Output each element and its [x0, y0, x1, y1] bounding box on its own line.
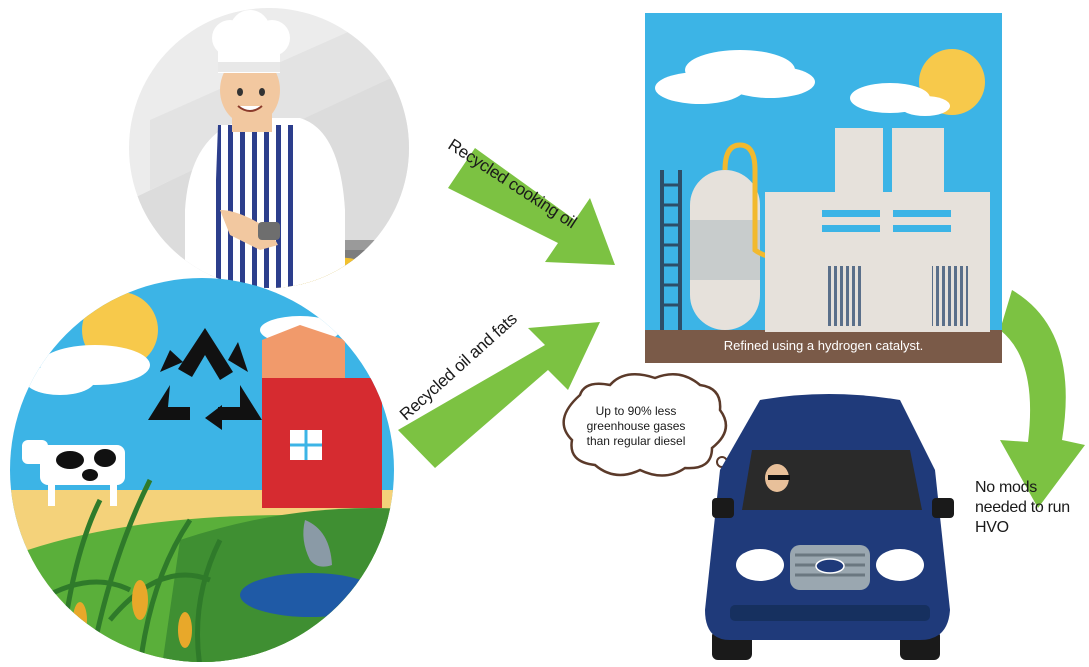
- thought-bubble-text: Up to 90% less greenhouse gases than reg…: [566, 404, 706, 449]
- no-mods-line-2: needed to run: [975, 499, 1070, 516]
- no-mods-text: No mods needed to run HVO: [975, 478, 1085, 538]
- thought-line-3: than regular diesel: [586, 434, 686, 448]
- thought-line-2: greenhouse gases: [586, 419, 686, 433]
- thought-line-1: Up to 90% less: [595, 404, 677, 418]
- farm-illustration: [10, 278, 394, 662]
- cow-icon: [22, 440, 125, 506]
- factory-caption: Refined using a hydrogen catalyst.: [723, 338, 924, 353]
- no-mods-line-3: HVO: [975, 519, 1009, 536]
- no-mods-line-1: No mods: [975, 479, 1037, 496]
- arrow-to-van: [1000, 290, 1085, 508]
- refinery-illustration: [645, 13, 1002, 363]
- chef-illustration: [129, 8, 409, 288]
- van-illustration: [705, 394, 954, 660]
- recycle-icon: [148, 328, 262, 430]
- thought-bubble: [562, 373, 741, 477]
- arrow-oil-fats: [398, 322, 600, 468]
- arrow-cooking-oil: [448, 148, 615, 265]
